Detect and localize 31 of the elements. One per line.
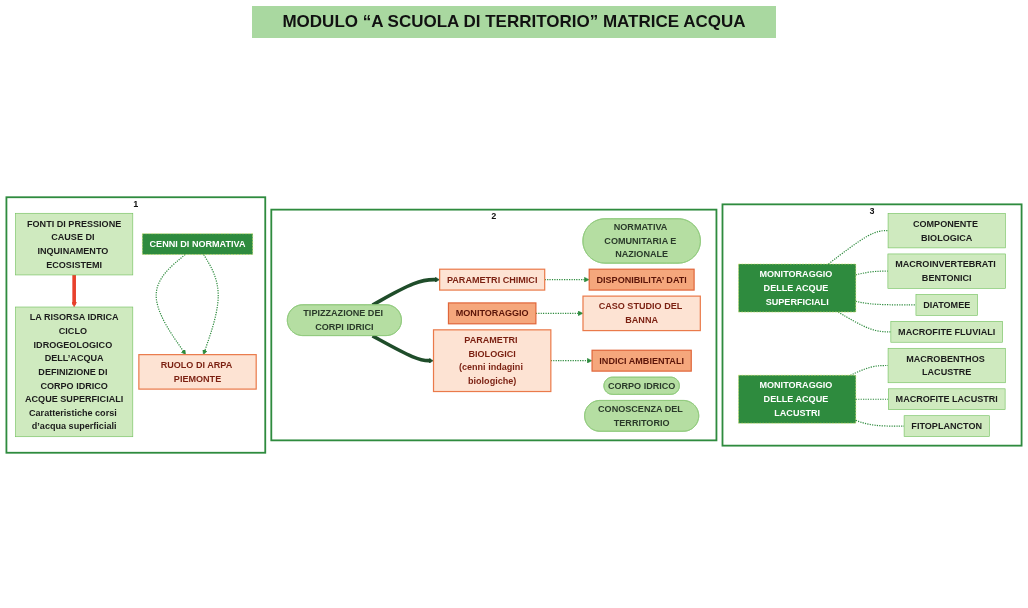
node-box: MONITORAGGIO <box>447 302 537 325</box>
node-box: CASO STUDIO DEL BANNA <box>582 295 701 332</box>
arrow <box>544 277 590 283</box>
arrow <box>202 253 219 355</box>
node-box: INDICI AMBIENTALI <box>591 349 692 372</box>
node-box: MONITORAGGIO DELLE ACQUE SUPERFICIALI <box>738 263 857 313</box>
node-box: FONTI DI PRESSIONE CAUSE DI INQUINAMENTO ECOSISTEMI <box>15 212 134 276</box>
connector <box>855 300 917 306</box>
node-box: DIATOMEE <box>915 294 978 316</box>
node-box: RUOLO DI ARPA PIEMONTE <box>138 354 257 390</box>
node-box: MACROINVERTEBRATI BENTONICI <box>887 253 1006 289</box>
connector <box>827 230 889 265</box>
arrow <box>71 274 77 308</box>
arrow <box>155 253 186 355</box>
node-box: DISPONIBILITA’ DATI <box>588 268 695 291</box>
connector <box>855 398 889 400</box>
connector <box>855 270 889 276</box>
node-box: MACROBENTHOS LACUSTRE <box>887 347 1006 384</box>
node-box: COMPONENTE BIOLOGICA <box>887 213 1006 249</box>
title-banner: MODULO “A SCUOLA DI TERRITORIO” MATRICE ACQUA <box>252 6 776 38</box>
node-box: MACROFITE FLUVIALI <box>890 321 1003 343</box>
node-box: CENNI DI NORMATIVA <box>142 233 254 255</box>
node-box: PARAMETRI BIOLOGICI (cenni indagini biologiche) <box>432 329 552 393</box>
arrow <box>371 334 434 364</box>
arrow <box>550 358 593 364</box>
node-box: MACROFITE LACUSTRI <box>888 388 1006 410</box>
node-box: MONITORAGGIO DELLE ACQUE LACUSTRI <box>738 374 857 424</box>
connector <box>849 364 889 376</box>
node-box: PARAMETRI CHIMICI <box>439 268 546 291</box>
node-box: FITOPLANCTON <box>903 415 990 437</box>
node-box: LA RISORSA IDRICA CICLO IDROGEOLOGICO DELL’ACQUA DEFINIZIONE DI CORPO IDRICO ACQUE SUPERFICIALI Caratteristiche corsi d’acqua superficiali <box>15 306 134 438</box>
